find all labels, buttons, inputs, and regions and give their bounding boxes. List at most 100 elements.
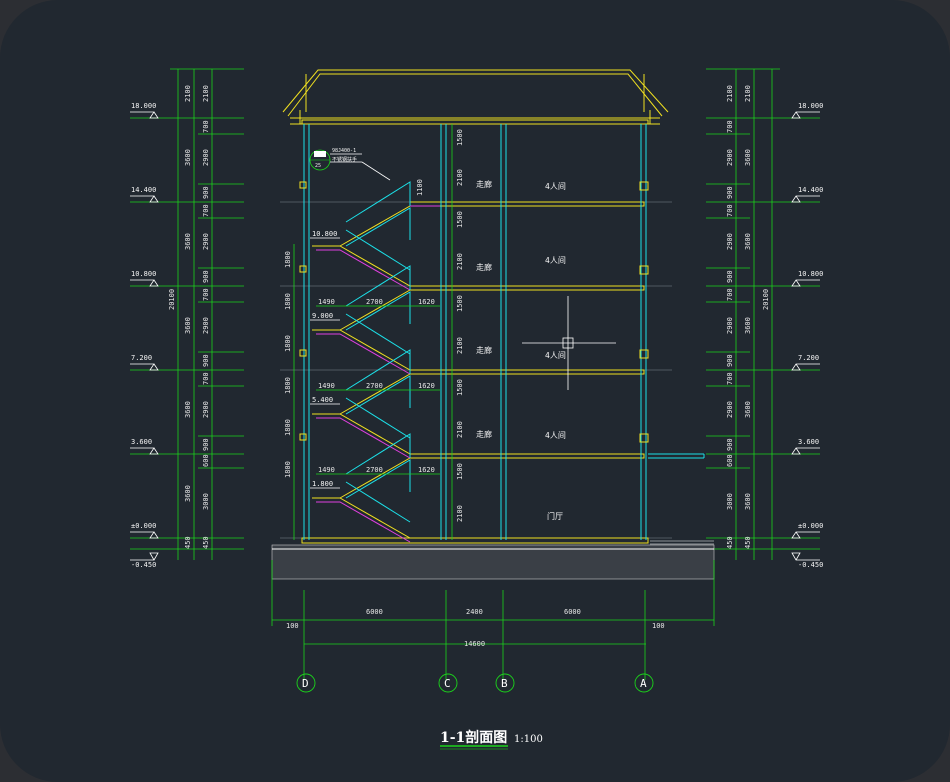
core-dim: 2100 [456,253,464,270]
room-label: 走廊 [476,345,492,355]
room-label: 4人间 [545,256,566,265]
handrail-note: 25 98J400-1 不锈钢扶手 [309,148,391,181]
right-level-label: 18.000 [798,102,823,110]
left-chain-a-dim: 450 [202,536,210,549]
note-ref: 98J400-1 [332,148,356,154]
right-level-label: 14.400 [798,186,823,194]
crosshair-cursor[interactable] [522,296,616,390]
right-chain-a-dim: 2900 [726,149,734,166]
right-chain-b-dim: 3600 [744,233,752,250]
left-level-label: 7.200 [131,354,152,362]
right-chain-a-dim: 2100 [726,85,734,102]
left-level-label: 10.800 [131,270,156,278]
right-total-dim: 20100 [762,289,770,310]
span-dim: 2400 [466,608,483,616]
stair-dim: 1800 [284,377,292,394]
core-dim: 1500 [456,379,464,396]
room-labels: 走廊 4人间 走廊 4人间 走廊 4人间 走廊 4人间 门厅 [476,179,566,521]
stairs [312,181,440,543]
right-chain-b-dim: 3600 [744,149,752,166]
core-dim: 2100 [456,337,464,354]
axis-label: B [501,677,508,690]
walls [299,124,705,540]
landing-dim: 1490 [318,298,335,306]
right-chain-a-dim: 2900 [726,317,734,334]
note-text: 不锈钢扶手 [332,156,357,163]
building-section [271,69,715,580]
room-label: 门厅 [547,511,563,521]
landing-dim: 1490 [318,382,335,390]
left-chain-a-dim: 600 [202,454,210,467]
ground-hatch [271,540,715,580]
landing-level: 9.000 [312,312,333,320]
left-total-dim: 20100 [168,289,176,310]
landing-labels: 10.800 1490 2700 1620 9.000 1490 2700 16… [310,230,440,489]
left-chain-a-dim: 900 [202,354,210,367]
right-chain-a-dim: 900 [726,354,734,367]
right-chain-a-dim: 450 [744,536,752,549]
core-dim: 1500 [456,463,464,480]
span-dim: 100 [286,622,299,630]
left-level-label: 14.400 [131,186,156,194]
left-chain-a-dim: 2100 [184,85,192,102]
left-chain-a-dim: 900 [202,270,210,283]
stair-dim: 1800 [284,251,292,268]
right-chain-a-dim: 700 [726,288,734,301]
title-text: 1-1剖面图 [440,729,507,746]
axis-label: D [302,677,309,690]
span-dim: 6000 [564,608,581,616]
core-dim: 1500 [456,129,464,146]
left-chain-a-dim: 900 [202,186,210,199]
floor-slabs [301,119,649,544]
left-chain-a-dim: 700 [202,204,210,217]
axis-bubbles: D C B A [296,673,654,693]
left-level-label: -0.450 [131,561,156,569]
right-level-markers: 18.000 14.400 10.800 7.200 3.600 ±0.000 … [791,102,823,569]
right-chain-a-dim: 2100 [744,85,752,102]
landing-dim: 1620 [418,466,435,474]
landing-dim: 1620 [418,298,435,306]
right-chain-a-dim: 450 [726,536,734,549]
axis-label: C [444,677,451,690]
right-chain-a-dim: 700 [726,120,734,133]
core-dim: 1500 [456,211,464,228]
scale-text: 1:100 [514,734,543,745]
stair-dim: 1800 [284,419,292,436]
left-level-markers: 18.000 14.400 10.800 7.200 3.600 ±0.000 … [130,102,159,569]
right-chain-a-dim: 3000 [726,493,734,510]
right-chain-a-dim: 900 [726,270,734,283]
right-chain-a-dim: 700 [726,204,734,217]
left-chain-b-dim: 3600 [184,401,192,418]
right-chain-a-dim: 600 [726,454,734,467]
landing-level: 10.800 [312,230,337,238]
right-chain-a-dim: 2900 [726,401,734,418]
right-level-label: ±0.000 [798,522,823,530]
landing-dim: 1620 [418,382,435,390]
core-dim: 2100 [456,505,464,522]
landing-dim: 1490 [318,466,335,474]
right-chain-b-dim: 3600 [744,401,752,418]
room-label: 走廊 [476,429,492,439]
axis-label: A [640,677,647,690]
left-chain-a-dim: 700 [202,372,210,385]
left-chain-b-dim: 3600 [184,317,192,334]
right-dimension-chain [706,68,820,560]
left-level-label: ±0.000 [131,522,156,530]
landing-dim: 2700 [366,466,383,474]
right-level-label: 3.600 [798,438,819,446]
room-label: 走廊 [476,179,492,189]
drawing-title: 1-1剖面图 1:100 [440,729,543,750]
right-level-label: 10.800 [798,270,823,278]
span-dim: 100 [652,622,665,630]
core-dim: 2100 [456,421,464,438]
note-index: 25 [315,163,321,169]
left-chain-a-dim: 2900 [202,317,210,334]
right-chain-a-dim: 900 [726,438,734,451]
left-chain-a-dim: 900 [202,438,210,451]
right-chain-a-dim: 2900 [726,233,734,250]
room-label: 4人间 [545,431,566,440]
left-vertical-dims: 20100 3600 3600 3600 3600 3600 2100 2100… [168,85,210,549]
